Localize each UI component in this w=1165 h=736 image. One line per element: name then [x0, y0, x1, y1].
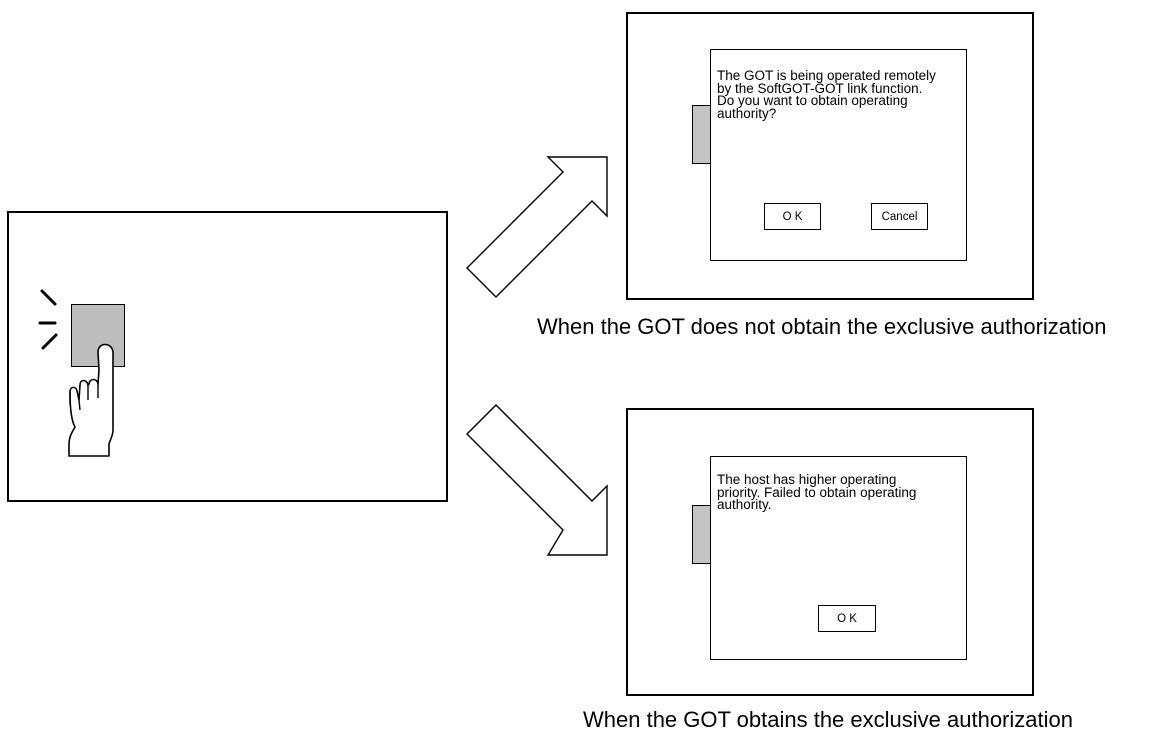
cancel-button[interactable]: Cancel [871, 203, 928, 230]
arrow-up-right-icon [466, 156, 608, 298]
arrow-down-right-icon [466, 404, 608, 556]
top-caption: When the GOT does not obtain the exclusi… [537, 314, 1107, 339]
pointing-hand-icon [68, 343, 114, 457]
ok-button[interactable]: O K [818, 605, 876, 632]
dialog-message: The host has higher operating priority. … [717, 472, 917, 512]
bottom-caption: When the GOT obtains the exclusive autho… [583, 707, 1073, 732]
ok-button[interactable]: O K [764, 203, 821, 230]
press-indicator-icon [38, 289, 58, 350]
screen-tab [692, 105, 711, 164]
dialog-message: The GOT is being operated remotely by th… [717, 68, 936, 121]
screen-tab [692, 505, 711, 564]
